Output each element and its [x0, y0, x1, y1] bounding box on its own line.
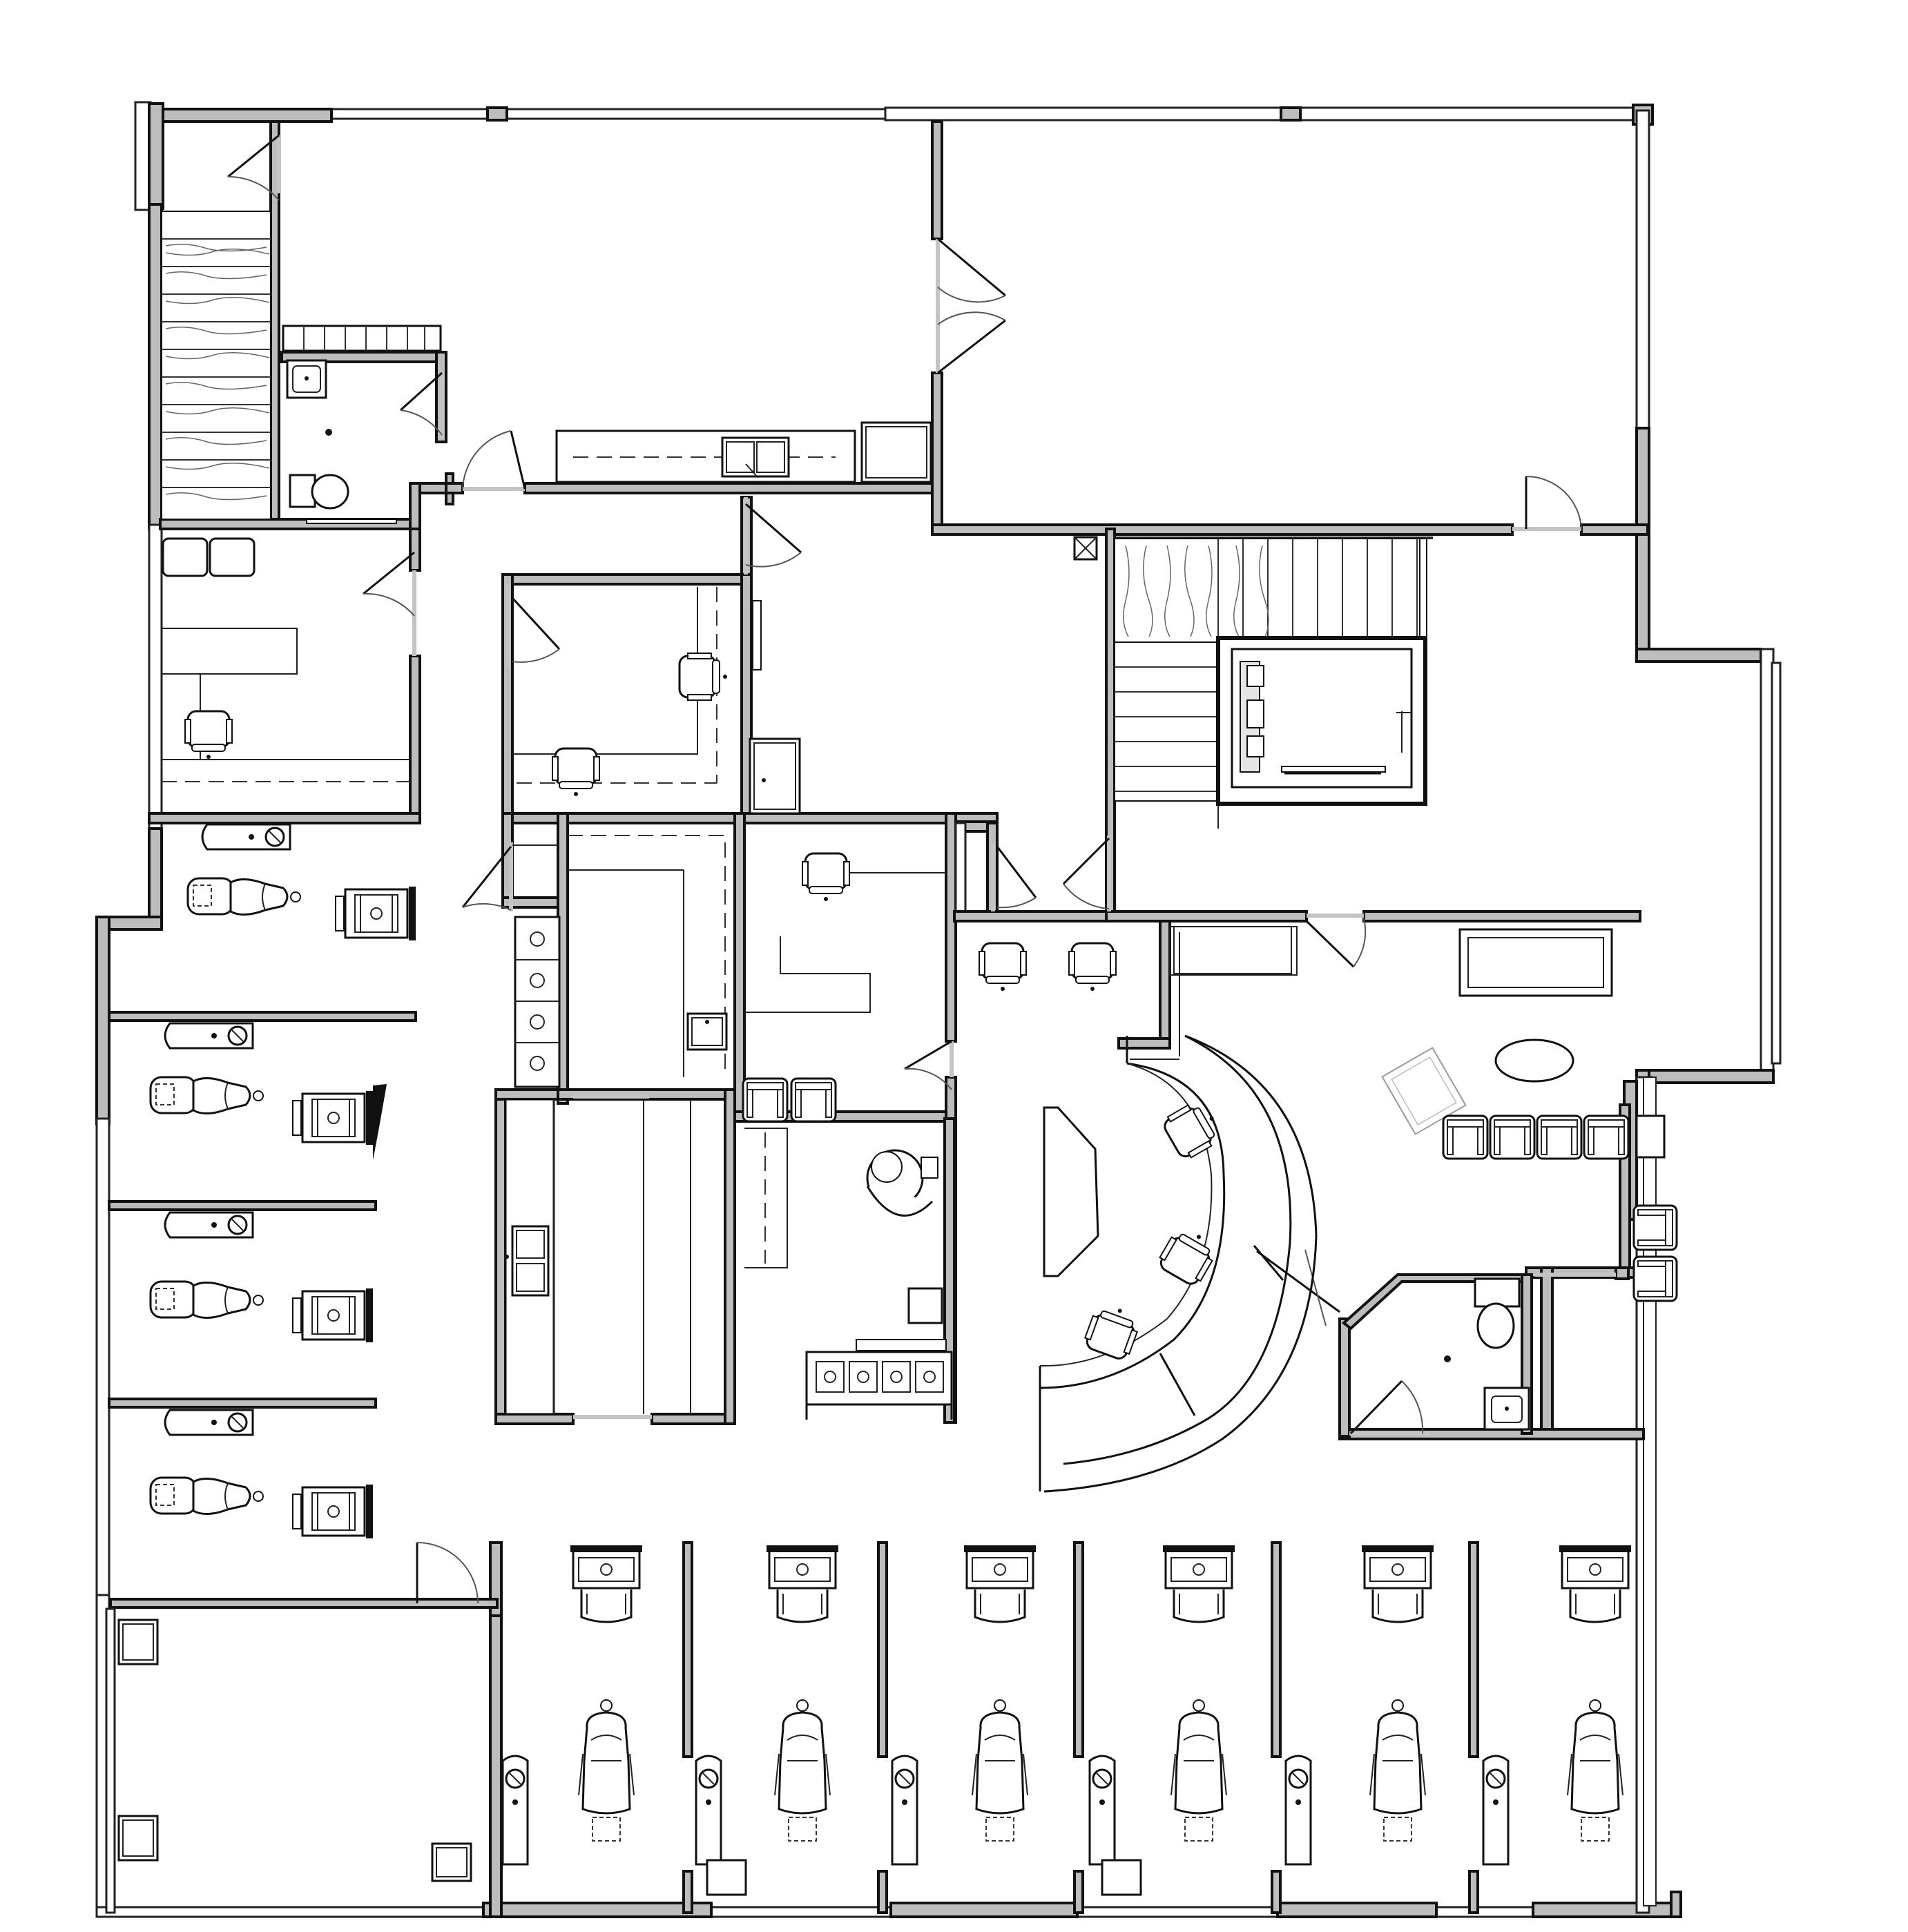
shaft [1073, 536, 1098, 561]
magazine-table [1381, 1047, 1467, 1135]
stairwell-nw [161, 211, 271, 520]
office-central [512, 587, 801, 815]
door [1305, 914, 1367, 968]
double-door [936, 238, 1006, 374]
door [904, 1040, 954, 1090]
imaging-room [744, 1128, 953, 1420]
operatory-south-5 [1284, 1544, 1435, 1866]
restroom-nw-fixtures [286, 359, 397, 524]
operatory-south-6 [1482, 1544, 1632, 1866]
operatory-west-1 [186, 823, 417, 942]
kitchen-counter [555, 421, 932, 483]
office-nw [161, 537, 410, 782]
waiting-area [1169, 926, 1678, 1302]
elevator [1216, 636, 1427, 806]
door [744, 497, 802, 574]
restroom-east [1444, 1277, 1530, 1431]
reception [978, 926, 1318, 1493]
door [416, 1542, 488, 1605]
interior-walls [105, 120, 1649, 1918]
lab [504, 1098, 691, 1416]
operatory-south-2 [695, 1544, 840, 1896]
consult-room [117, 1619, 472, 1882]
door [461, 842, 513, 911]
door [506, 584, 561, 667]
door [363, 551, 416, 656]
stair-landing [282, 325, 442, 352]
operatory-west-3 [149, 1211, 374, 1344]
door [1062, 835, 1111, 911]
break-area [512, 835, 728, 1088]
door [991, 842, 1037, 911]
door [1512, 475, 1582, 531]
door [1256, 1249, 1340, 1326]
door [1349, 1380, 1429, 1436]
operatory-south-1 [501, 1544, 644, 1866]
door [462, 430, 526, 491]
door [399, 371, 444, 438]
door [227, 134, 281, 201]
operatory-south-4 [1088, 1544, 1236, 1896]
operatory-west-2 [149, 1022, 387, 1160]
doors [227, 134, 1616, 1605]
office-central-2 [742, 852, 946, 1123]
imaging-chair [866, 1149, 938, 1217]
operatory-west-4 [149, 1409, 374, 1540]
operatory-south-3 [891, 1544, 1037, 1866]
